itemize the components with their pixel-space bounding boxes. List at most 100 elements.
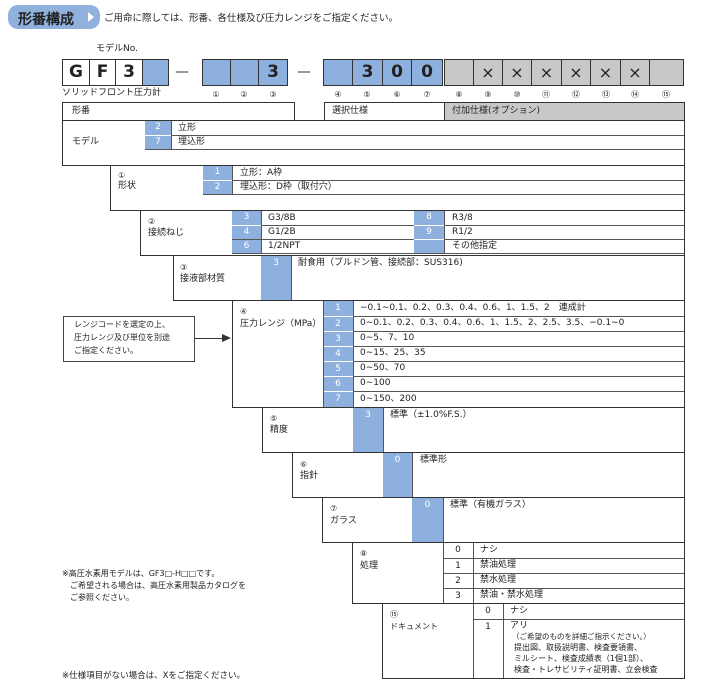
model-code-7: 7 — [145, 135, 171, 149]
model-no-label: モデルNo. — [96, 44, 138, 54]
glass-desc: 標準（有機ガラス） — [450, 500, 531, 510]
pos-num-11: ⑪ — [542, 90, 550, 99]
range-note-line-1: レンジコードを選定の上、 — [74, 320, 170, 329]
code-slot-11: × — [531, 59, 562, 86]
pos-num-13: ⑬ — [602, 90, 610, 99]
note-arrow-icon — [222, 334, 231, 342]
material-num: ③ — [180, 263, 188, 272]
code-slot-8 — [444, 59, 474, 86]
accuracy-num: ⑤ — [270, 414, 278, 423]
glass-label: ガラス — [330, 516, 357, 526]
thread-code-3: 3 — [232, 211, 261, 225]
accuracy-desc: 標準（±1.0%F.S.） — [390, 410, 472, 420]
pos-num-1: ① — [212, 90, 220, 99]
range-desc-3: 0∼5、7、10 — [360, 333, 415, 343]
shape-code-1: 1 — [203, 166, 232, 180]
code-letter-f: F — [89, 59, 116, 86]
thread-desc-6: 1/2NPT — [268, 241, 301, 251]
header-col-kataban — [62, 102, 295, 121]
range-code-2: 2 — [323, 316, 353, 331]
code-slot-3: 3 — [258, 59, 288, 86]
document-desc-1-line-1: アリ — [510, 621, 529, 631]
material-code-3: 3 — [261, 256, 291, 300]
pos-num-8: ⑧ — [455, 90, 463, 99]
section-subtitle: ご用命に際しては、形番、各仕様及び圧力レンジをご指定ください。 — [104, 13, 399, 24]
pos-num-14: ⑭ — [631, 90, 639, 99]
code-dash-1: — — [175, 64, 189, 80]
range-code-1: 1 — [323, 301, 353, 316]
thread-code-6: 6 — [232, 239, 261, 253]
note-bottom: ※仕様項目がない場合は、Xをご指定ください。 — [62, 671, 245, 681]
treatment-desc-2: 禁水処理 — [480, 575, 517, 585]
pointer-desc: 標準形 — [420, 455, 448, 465]
range-desc-1: −0.1∼0.1、0.2、0.3、0.4、0.6、1、1.5、2 連成計 — [360, 303, 586, 313]
note-high-pressure-line-2: ご希望される場合は、高圧水素用製品カタログを — [70, 581, 246, 590]
pos-num-2: ② — [240, 90, 248, 99]
treatment-code-1: 1 — [443, 558, 473, 573]
code-slot-6: 0 — [382, 59, 412, 86]
thread-desc-8: R3/8 — [452, 213, 473, 223]
code-letter-3: 3 — [115, 59, 143, 86]
pos-num-12: ⑫ — [572, 90, 580, 99]
code-caption: ソリッドフロント圧力計 — [62, 88, 162, 98]
code-slot-4 — [323, 59, 353, 86]
header-selected-label: 選択仕様 — [332, 106, 369, 116]
accuracy-code-3: 3 — [353, 408, 383, 452]
treatment-desc-0: ナシ — [480, 545, 499, 555]
material-desc: 耐食用（ブルドン管、接続部：SUS316) — [298, 258, 463, 268]
document-code-1: 1 — [473, 619, 503, 678]
range-desc-6: 0∼100 — [360, 378, 391, 388]
thread-code-blank — [414, 239, 444, 253]
code-slot-9: × — [473, 59, 503, 86]
shape-code-2: 2 — [203, 180, 232, 194]
section-title-pill — [8, 5, 100, 29]
range-num: ④ — [240, 307, 248, 316]
header-kataban-label: 形番 — [72, 106, 91, 116]
glass-code-0: 0 — [412, 498, 443, 542]
thread-block — [140, 210, 685, 256]
code-slot-10: × — [502, 59, 532, 86]
section-title: 形番構成 — [18, 12, 74, 28]
document-desc-1-line-4: ミルシート、検査成績表（1個1部）、 — [514, 654, 649, 663]
range-desc-4: 0∼15、25、35 — [360, 348, 426, 358]
treatment-desc-1: 禁油処理 — [480, 560, 517, 570]
model-code-2: 2 — [145, 121, 171, 135]
range-label: 圧力レンジ（MPa） — [240, 319, 322, 329]
code-slot-model — [142, 59, 169, 86]
range-code-7: 7 — [323, 391, 353, 407]
range-desc-2: 0∼0.1、0.2、0.3、0.4、0.6、1、1.5、2、2.5、3.5、−0… — [360, 318, 625, 328]
code-slot-15 — [649, 59, 684, 86]
thread-code-4: 4 — [232, 225, 261, 239]
shape-block — [110, 165, 685, 211]
pointer-label: 指針 — [300, 471, 319, 481]
treatment-desc-3: 禁油・禁水処理 — [480, 590, 544, 600]
thread-desc-9: R1/2 — [452, 227, 473, 237]
treatment-num: ⑧ — [360, 549, 368, 558]
pos-num-10: ⑩ — [513, 90, 521, 99]
treatment-code-2: 2 — [443, 573, 473, 588]
code-slot-1 — [202, 59, 231, 86]
document-num: ⑮ — [390, 610, 398, 619]
accuracy-label: 精度 — [270, 425, 289, 435]
range-note-line-3: ご指定ください。 — [74, 346, 138, 355]
thread-code-9: 9 — [414, 225, 444, 239]
thread-code-8: 8 — [414, 211, 444, 225]
pos-num-6: ⑥ — [393, 90, 401, 99]
model-label: モデル — [72, 137, 100, 147]
range-desc-5: 0∼50、70 — [360, 363, 406, 373]
thread-label: 接続ねじ — [148, 228, 185, 238]
material-label: 接液部材質 — [180, 274, 226, 284]
code-slot-7: 0 — [411, 59, 443, 86]
document-desc-1-line-5: 検査・トレサビリティ証明書、立会検査 — [514, 665, 658, 674]
pos-num-5: ⑤ — [363, 90, 371, 99]
shape-label: 形状 — [118, 181, 137, 191]
code-dash-2: — — [297, 64, 311, 80]
document-desc-0: ナシ — [510, 606, 529, 616]
note-high-pressure-line-3: ご参照ください。 — [70, 593, 134, 602]
range-code-3: 3 — [323, 331, 353, 346]
range-note-line-2: 圧力レンジ及び単位を別途 — [74, 333, 170, 342]
code-slot-2 — [230, 59, 259, 86]
treatment-code-0: 0 — [443, 543, 473, 558]
document-desc-1-line-3: 提出図、取扱説明書、検査要領書、 — [514, 643, 642, 652]
note-arrow-line — [195, 338, 223, 339]
